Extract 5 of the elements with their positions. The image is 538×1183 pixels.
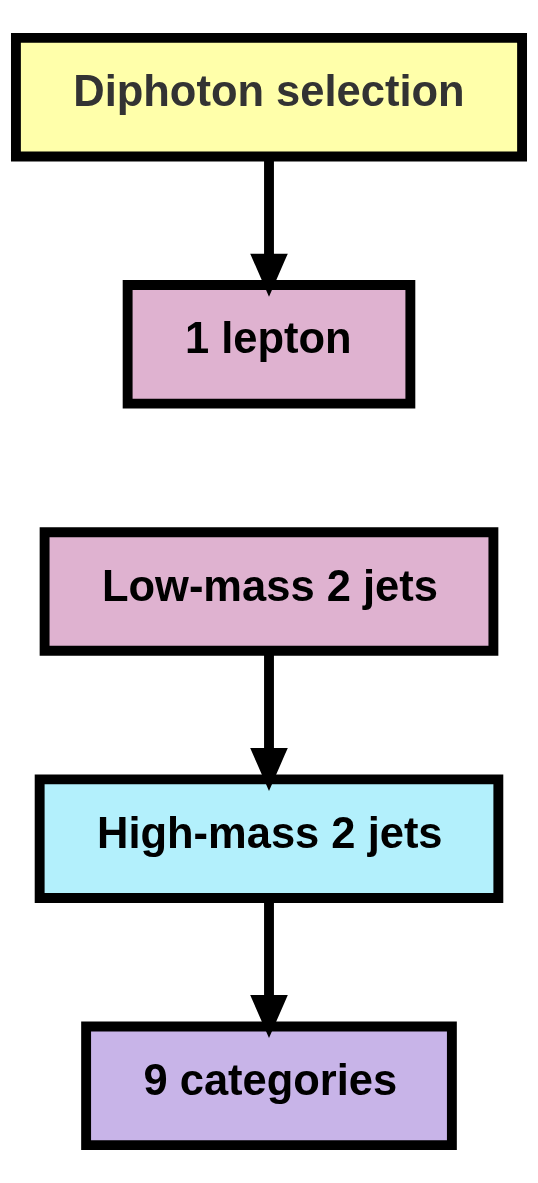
- node-box: 9 categories: [81, 1021, 457, 1151]
- node-box: 1 lepton: [122, 280, 416, 409]
- node-box: Diphoton selection: [11, 32, 527, 162]
- node-box: Low-mass 2 jets: [39, 527, 499, 656]
- node-box: High-mass 2 jets: [34, 774, 504, 903]
